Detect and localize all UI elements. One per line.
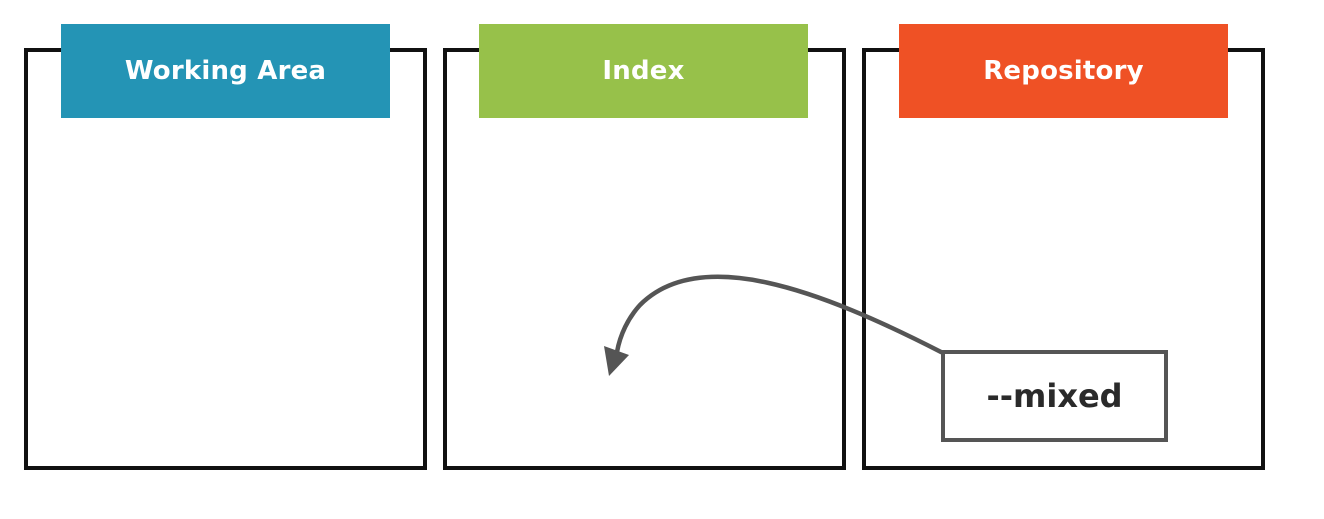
index-panel (443, 48, 846, 470)
repository-panel (862, 48, 1265, 470)
repository-header: Repository (899, 24, 1228, 118)
mixed-option-text: --mixed (986, 377, 1123, 415)
working-area-panel (24, 48, 427, 470)
mixed-option-label: --mixed (941, 350, 1168, 442)
working-area-header: Working Area (61, 24, 390, 118)
index-header: Index (479, 24, 808, 118)
